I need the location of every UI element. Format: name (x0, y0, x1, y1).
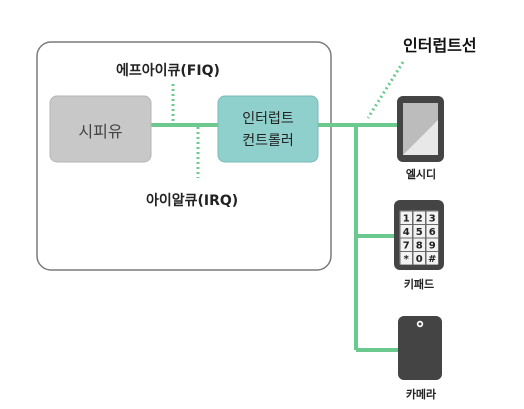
keypad-key (426, 252, 438, 265)
interrupt-line-pointer (366, 61, 405, 119)
camera-icon (398, 316, 442, 380)
keypad-key-label: 6 (429, 227, 436, 238)
cpu-label: 시피유 (78, 122, 123, 141)
camera-label: 카메라 (405, 388, 437, 401)
keypad-key (426, 238, 438, 251)
keypad-key-label: 7 (403, 241, 410, 252)
controller-label-line1: 인터럽트 (242, 111, 294, 127)
fiq-label: 에프아이큐(FIQ) (116, 63, 220, 79)
keypad-key-label: 3 (429, 214, 436, 225)
keypad-key-label: # (428, 254, 436, 265)
keypad-key-label: 0 (416, 254, 423, 265)
keypad-key-label: * (404, 254, 410, 265)
tablet-icon (397, 96, 444, 162)
keypad-key (426, 225, 438, 238)
keypad-key-label: 5 (416, 227, 423, 238)
keypad-key (413, 225, 425, 238)
interrupt-line-title: 인터럽트선 (403, 36, 477, 55)
keypad-key (426, 211, 438, 224)
keypad-key-label: 2 (416, 214, 423, 225)
keypad-label: 키패드 (403, 278, 435, 291)
keypad-key (413, 211, 425, 224)
keypad-key-label: 1 (403, 214, 410, 225)
interrupt-controller-block (217, 95, 319, 163)
keypad-key (400, 252, 412, 265)
irq-label: 아이알큐(IRQ) (146, 193, 239, 209)
keypad-key (413, 252, 425, 265)
keypad-key (400, 238, 412, 251)
cpu-block (49, 95, 152, 163)
keypad-key (400, 211, 412, 224)
keypad-key (400, 225, 412, 238)
keypad-key-label: 9 (429, 241, 436, 252)
lcd-label: 엘시디 (405, 168, 437, 181)
keypad-key (413, 238, 425, 251)
controller-label-line2: 컨트롤러 (242, 133, 294, 149)
keypad-key-label: 4 (403, 227, 410, 238)
keypad-key-label: 8 (416, 241, 423, 252)
